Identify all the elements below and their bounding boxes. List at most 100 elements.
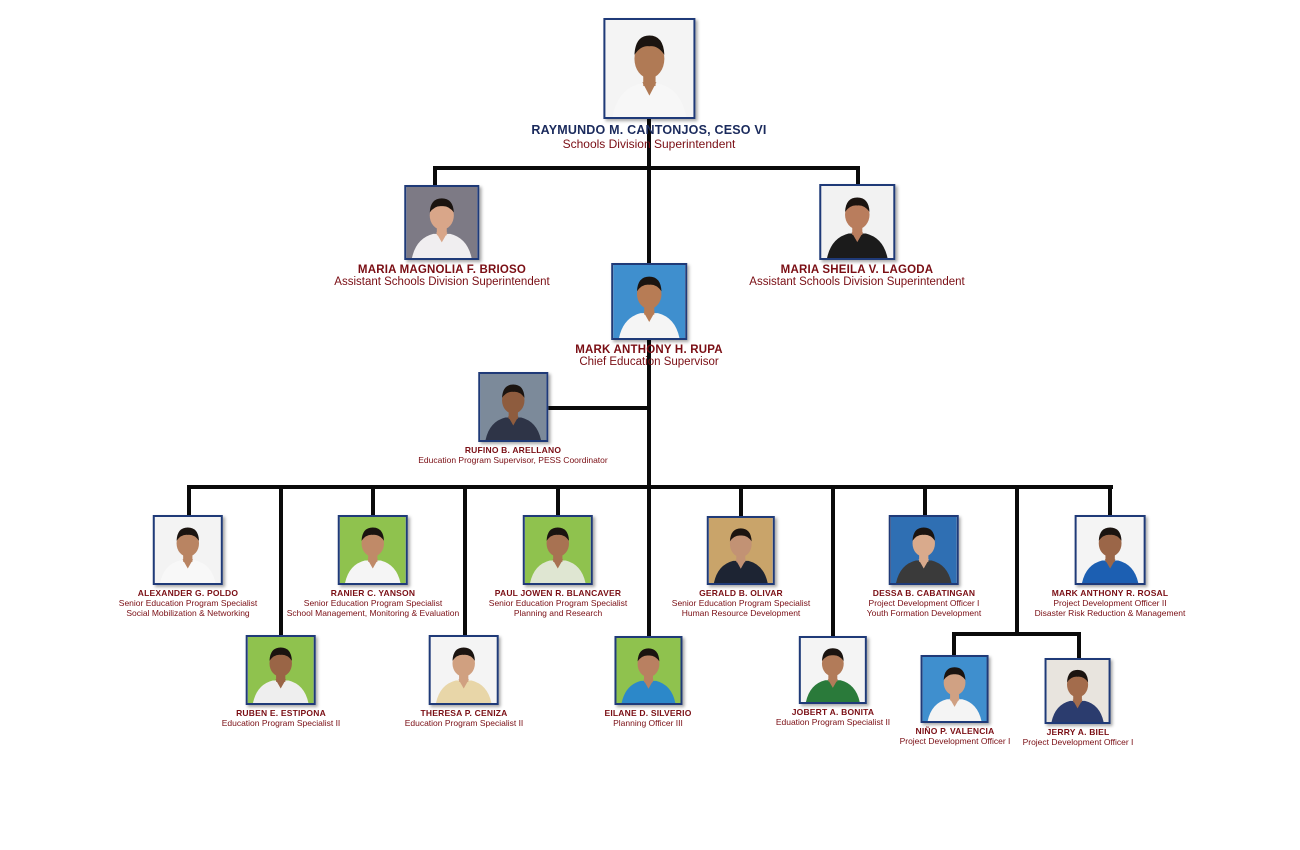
person-position: Project Development Officer II xyxy=(1053,598,1167,608)
person-name: RUFINO B. ARELLANO xyxy=(464,445,562,455)
person-name: NIÑO P. VALENCIA xyxy=(915,726,995,736)
person-position: Planning Officer III xyxy=(613,718,683,728)
connector-line xyxy=(556,485,560,516)
portrait-illustration xyxy=(709,518,773,583)
person-position: Education Program Specialist II xyxy=(404,718,524,728)
person-name: GERALD B. OLIVAR xyxy=(699,588,783,598)
person-photo xyxy=(1045,658,1111,724)
person-position: Youth Formation Development xyxy=(866,608,982,619)
person-name: DESSA B. CABATINGAN xyxy=(872,588,976,598)
portrait-illustration xyxy=(612,265,685,338)
portrait-illustration xyxy=(155,517,221,583)
connector-line xyxy=(952,632,956,656)
person-photo xyxy=(819,184,895,260)
person-name: PAUL JOWEN R. BLANCAVER xyxy=(494,588,622,598)
connector-line xyxy=(647,166,651,264)
person-position: Education Program Supervisor, PESS Coord… xyxy=(418,455,608,465)
person-photo xyxy=(246,635,316,705)
person-name: RUBEN E. ESTIPONA xyxy=(236,708,326,718)
connector-line xyxy=(433,166,437,186)
person-position: Human Resource Development xyxy=(681,608,801,619)
connector-line xyxy=(647,485,651,637)
person-photo xyxy=(429,635,499,705)
person-photo xyxy=(523,515,593,585)
person-position: Eduation Program Specialist II xyxy=(775,717,891,727)
portrait-illustration xyxy=(525,517,591,583)
portrait-illustration xyxy=(248,637,314,703)
person-name: RANIER C. YANSON xyxy=(330,588,416,598)
portrait-illustration xyxy=(615,638,680,703)
person-position: Senior Education Program Specialist xyxy=(303,598,443,608)
person-photo xyxy=(799,636,867,704)
portrait-illustration xyxy=(1076,517,1144,583)
connector-line xyxy=(279,485,283,636)
connector-line xyxy=(463,485,467,636)
connector-line xyxy=(831,485,835,637)
person-position: Senior Education Program Specialist xyxy=(488,598,628,608)
connector-line xyxy=(739,485,743,517)
person-photo xyxy=(478,372,548,442)
portrait-illustration xyxy=(801,638,865,702)
person-position: Assistant Schools Division Superintenden… xyxy=(334,276,550,288)
person-photo xyxy=(153,515,223,585)
connector-line xyxy=(647,119,651,167)
person-name: EILANE D. SILVERIO xyxy=(604,708,692,718)
person-photo xyxy=(1074,515,1146,585)
person-name: MARK ANTHONY H. RUPA xyxy=(575,344,723,356)
person-position: Schools Division Superintendent xyxy=(562,137,736,151)
connector-line xyxy=(187,485,191,516)
portrait-illustration xyxy=(480,374,546,440)
person-position: Education Program Specialist II xyxy=(221,718,341,728)
person-position: School Management, Monitoring & Evaluati… xyxy=(286,608,460,619)
person-position: Social Mobilization & Networking xyxy=(126,608,250,619)
person-photo xyxy=(613,636,682,705)
person-photo xyxy=(921,655,989,723)
portrait-illustration xyxy=(431,637,497,703)
person-position: Chief Education Supervisor xyxy=(579,356,719,368)
person-name: MARIA MAGNOLIA F. BRIOSO xyxy=(357,264,527,276)
person-position: Assistant Schools Division Superintenden… xyxy=(749,276,965,288)
person-photo xyxy=(404,185,480,260)
person-photo xyxy=(338,515,408,585)
portrait-illustration xyxy=(821,186,893,258)
person-position: Disaster Risk Reduction & Management xyxy=(1034,608,1186,619)
connector-line xyxy=(433,166,860,170)
portrait-illustration xyxy=(890,517,957,583)
person-position: Senior Education Program Specialist xyxy=(671,598,811,608)
person-photo xyxy=(888,515,959,585)
person-name: RAYMUNDO M. CANTONJOS, CESO VI xyxy=(531,123,767,137)
person-position: Planning and Research xyxy=(513,608,603,619)
connector-line xyxy=(1077,632,1081,659)
portrait-illustration xyxy=(406,187,478,258)
person-name: THERESA P. CENIZA xyxy=(420,708,508,718)
person-photo xyxy=(602,18,695,119)
connector-line xyxy=(1108,485,1112,516)
portrait-illustration xyxy=(604,20,693,117)
person-photo xyxy=(610,263,687,340)
connector-line xyxy=(952,632,1081,636)
person-position: Project Development Officer I xyxy=(868,598,980,608)
portrait-illustration xyxy=(340,517,406,583)
person-position: Project Development Officer I xyxy=(899,736,1011,746)
connector-line xyxy=(371,485,375,516)
person-name: JOBERT A. BONITA xyxy=(791,707,875,717)
person-name: MARK ANTHONY R. ROSAL xyxy=(1051,588,1169,598)
